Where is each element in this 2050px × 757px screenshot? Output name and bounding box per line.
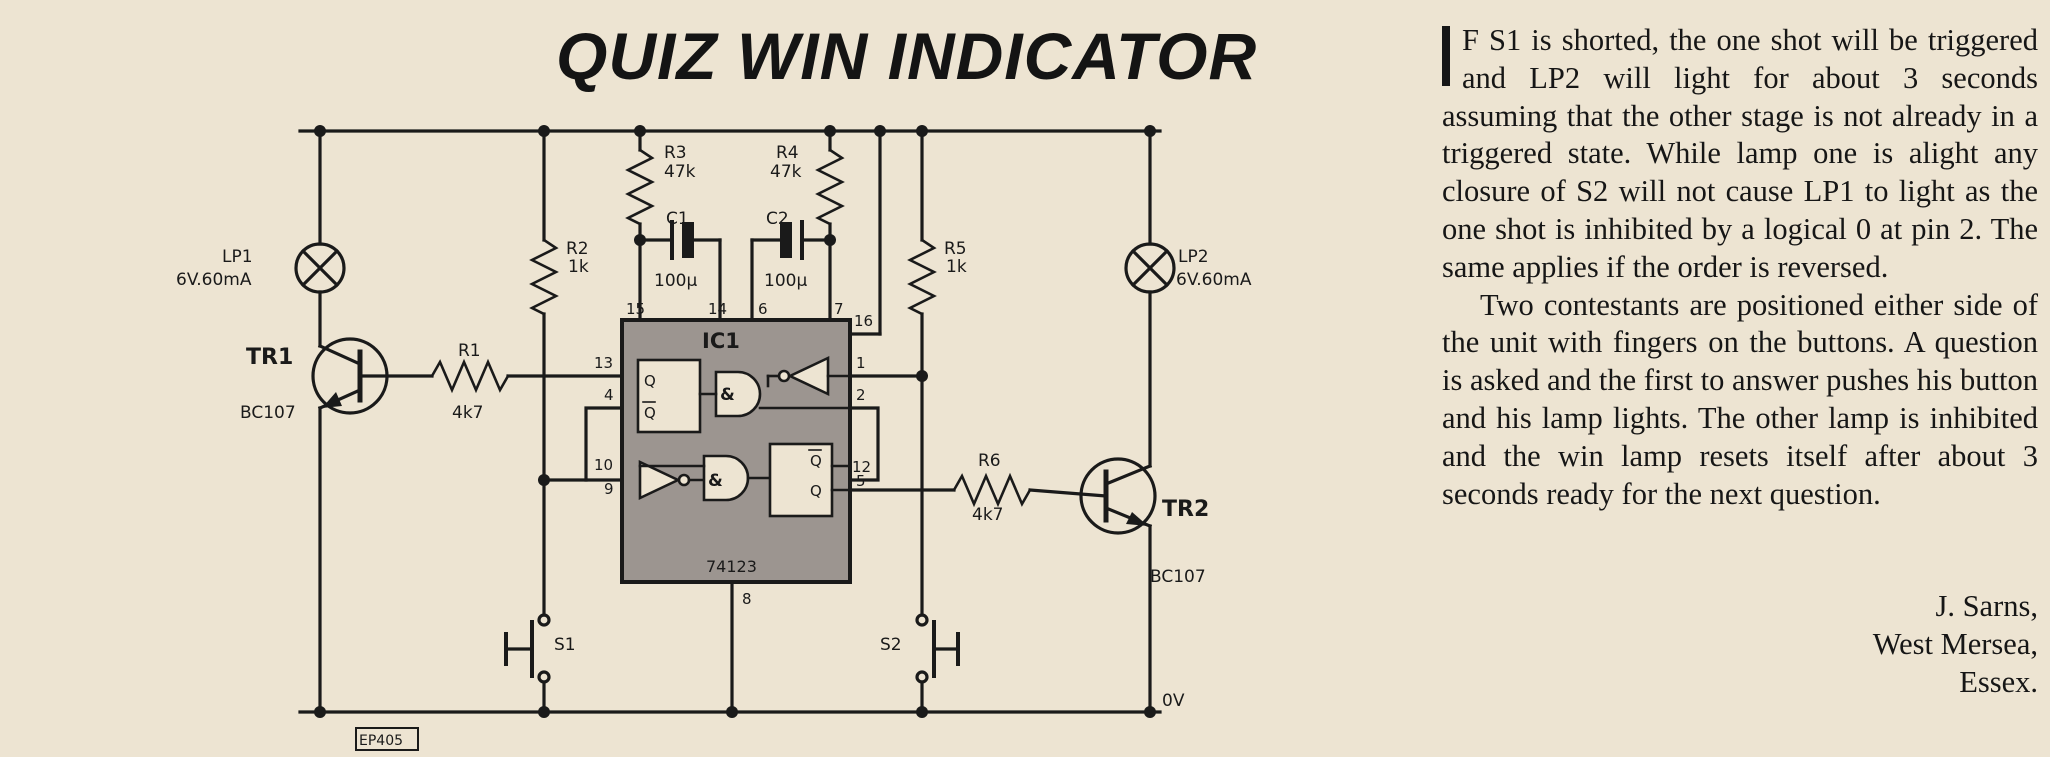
ff2-q: Q xyxy=(810,482,822,500)
tr2-ref: TR2 xyxy=(1162,497,1209,522)
tr2-transistor xyxy=(1079,457,1157,535)
junction-dots xyxy=(314,125,1156,718)
r4-ref: R4 xyxy=(776,143,799,163)
lp2-ref: LP2 xyxy=(1178,247,1209,267)
author-town: West Mersea, xyxy=(1872,626,2038,661)
paragraph-2: Two contestants are positioned either si… xyxy=(1442,287,2038,511)
c2-ref: C2 xyxy=(766,209,789,229)
author-county: Essex. xyxy=(1959,664,2038,699)
r3-ref: R3 xyxy=(664,143,687,163)
s1-ref: S1 xyxy=(554,635,576,655)
page-title: QUIZ WIN INDICATOR xyxy=(556,19,1258,93)
pin-15: 15 xyxy=(626,300,645,318)
lp1-branch xyxy=(294,129,642,714)
dropcap-bar xyxy=(1442,26,1450,86)
r5-s2-branch xyxy=(848,129,960,714)
circuit-schematic: LP1 6V.60mA TR1 BC107 R1 4k7 R2 1k R3 47… xyxy=(176,125,1252,751)
c1-value: 100µ xyxy=(654,271,697,291)
r6-value: 4k7 xyxy=(972,505,1003,525)
lp2-branch xyxy=(848,129,1176,714)
ic-name: IC1 xyxy=(702,329,740,353)
article-text: IF S1 is shorted, the one shot will be t… xyxy=(1442,22,2038,513)
pin-16: 16 xyxy=(854,312,873,330)
r5-value: 1k xyxy=(946,257,967,277)
pin-12: 12 xyxy=(852,458,871,476)
pin-10: 10 xyxy=(594,456,613,474)
r2-ref: R2 xyxy=(566,239,589,259)
author-signature: J. Sarns, West Mersea, Essex. xyxy=(1873,588,2038,701)
tr1-type: BC107 xyxy=(240,403,296,423)
pin-7: 7 xyxy=(834,300,844,318)
ground-label: 0V xyxy=(1162,691,1185,711)
pin2-pin12-link xyxy=(848,406,880,482)
figure-ref: EP405 xyxy=(359,733,403,749)
r2-s1-branch xyxy=(504,129,642,714)
r5-ref: R5 xyxy=(944,239,967,259)
author-name: J. Sarns, xyxy=(1935,589,2038,623)
tr2-type: BC107 xyxy=(1150,567,1206,587)
r4-c2-timing xyxy=(750,129,845,322)
ff2-qbar: Q xyxy=(810,452,822,470)
pin-4: 4 xyxy=(604,386,614,404)
gate2-symbol: & xyxy=(708,471,723,491)
c1-ref: C1 xyxy=(666,209,689,229)
lp2-value: 6V.60mA xyxy=(1176,270,1252,290)
pin-8: 8 xyxy=(742,590,752,608)
r1-value: 4k7 xyxy=(452,403,483,423)
pin-5: 5 xyxy=(856,472,866,490)
lp1-ref: LP1 xyxy=(222,247,253,267)
pin-14: 14 xyxy=(708,300,727,318)
pin-1: 1 xyxy=(856,354,866,372)
ff1-q: Q xyxy=(644,372,656,390)
paragraph-1-text: F S1 is shorted, the one shot will be tr… xyxy=(1442,23,2038,284)
s2-ref: S2 xyxy=(880,635,902,655)
lp1-value: 6V.60mA xyxy=(176,270,252,290)
pin-9: 9 xyxy=(604,480,614,498)
ic-part: 74123 xyxy=(706,557,757,576)
pin-2: 2 xyxy=(856,386,866,404)
r3-value: 47k xyxy=(664,162,696,182)
r4-value: 47k xyxy=(770,162,802,182)
r1-ref: R1 xyxy=(458,341,481,361)
ic1-package xyxy=(620,318,852,584)
r2-value: 1k xyxy=(568,257,589,277)
c2-value: 100µ xyxy=(764,271,807,291)
pin-13: 13 xyxy=(594,354,613,372)
paragraph-1: IF S1 is shorted, the one shot will be t… xyxy=(1442,22,2038,287)
pin-6: 6 xyxy=(758,300,768,318)
r6-ref: R6 xyxy=(978,451,1001,471)
figure-ref-box xyxy=(355,727,419,751)
ff1-qbar: Q xyxy=(644,404,656,422)
gate1-symbol: & xyxy=(720,385,735,405)
tr1-ref: TR1 xyxy=(246,345,293,370)
